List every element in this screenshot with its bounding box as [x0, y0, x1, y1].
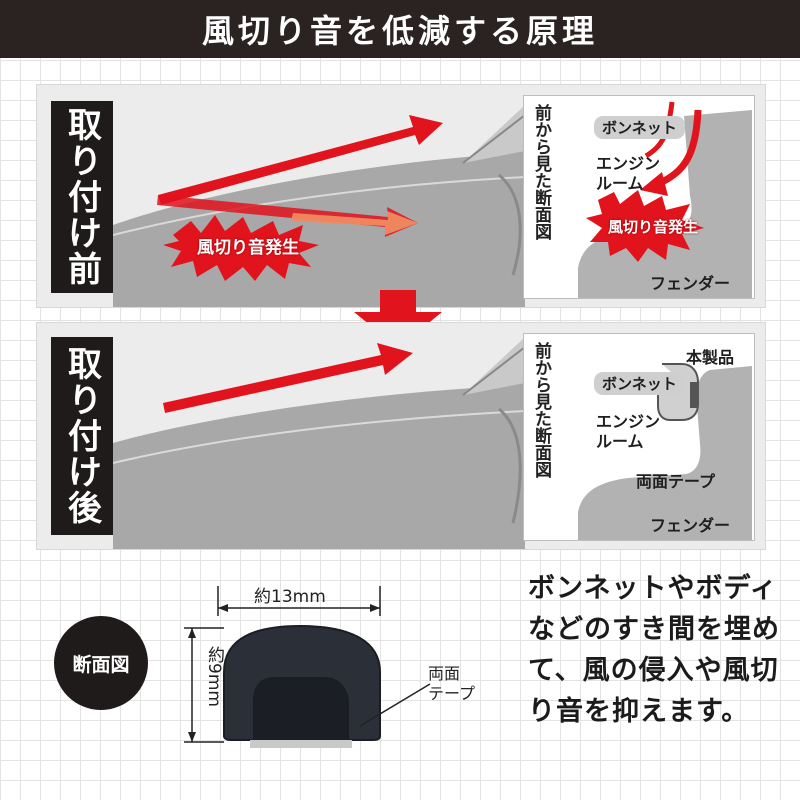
- cross-section-diagram: 断面図 約13mm 約9mm 両面 テープ: [44, 576, 504, 776]
- before-section-box: 前から見た断面図 ボンネット エンジン ルーム 風切り音発生 フェンダー: [523, 95, 755, 299]
- after-bonnet-label: ボンネット: [594, 372, 685, 395]
- after-tape-label: 両面テープ: [636, 472, 716, 491]
- before-burst-text: 風切り音発生: [197, 238, 299, 258]
- page-title: 風切り音を低減する原理: [0, 0, 800, 58]
- after-car-illustration: [113, 323, 525, 549]
- after-section-box: 前から見た断面図 本製品 ボンネット エンジン ルーム 両面テープ フェンダー: [523, 333, 755, 541]
- before-fender-label: フェンダー: [650, 274, 731, 293]
- after-section-label: 前から見た断面図: [531, 342, 551, 478]
- seal-cross-section-icon: [184, 586, 431, 748]
- description-text: ボンネットやボディ などのすき間を埋め て、風の侵入や風切 り音を抑えます。: [528, 573, 780, 727]
- before-panel: 取り付け前 風切り音発生 前から見た断面図 ボンネット エンジン ルーム 風切り…: [36, 84, 766, 308]
- after-engine-room-label: エンジン ルーム: [596, 412, 661, 451]
- before-label: 取り付け前: [51, 101, 113, 293]
- after-panel: 取り付け後 前から見た断面図 本製品 ボンネット エンジン ルーム 両面テープ …: [36, 322, 766, 550]
- after-fender-label: フェンダー: [650, 516, 731, 535]
- height-dimension-label: 約9mm: [204, 646, 224, 707]
- before-engine-room-label: エンジン ルーム: [596, 154, 661, 193]
- before-car-illustration: 風切り音発生: [113, 85, 525, 307]
- down-arrow-icon: [354, 290, 442, 348]
- width-dimension-label: 約13mm: [254, 587, 326, 607]
- before-bonnet-label: ボンネット: [594, 116, 685, 139]
- cross-section-badge: 断面図: [54, 616, 148, 710]
- tape-callout-label: 両面 テープ: [428, 664, 476, 703]
- before-section-burst-text: 風切り音発生: [608, 218, 699, 236]
- before-section-label: 前から見た断面図: [531, 104, 551, 240]
- after-label: 取り付け後: [51, 337, 113, 535]
- after-product-label: 本製品: [686, 348, 735, 367]
